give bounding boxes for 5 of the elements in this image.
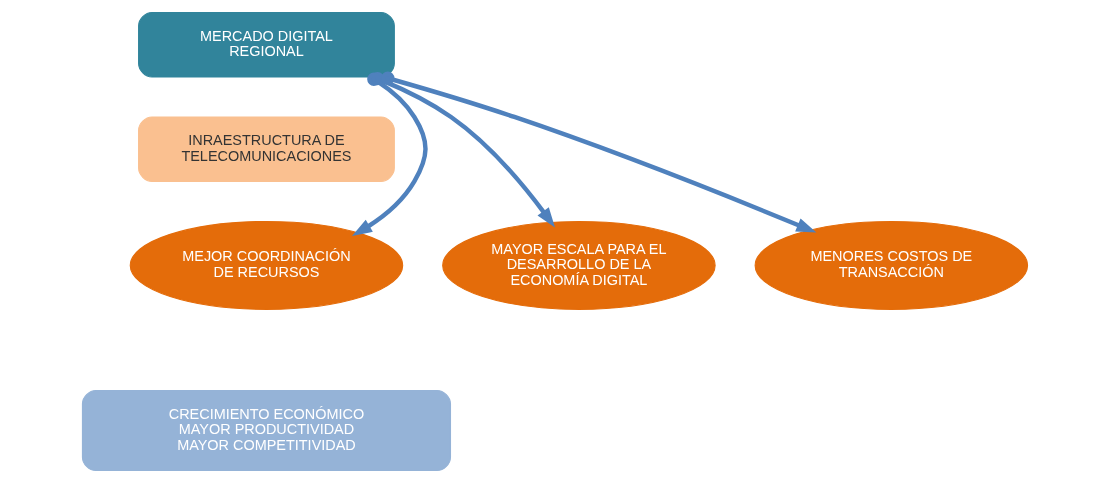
arrow: [381, 71, 817, 233]
node-ellipse: MAYOR ESCALA PARA EL DESARROLLO DE LA ECONOMÍA DIGITAL: [442, 220, 716, 310]
node-box: MERCADO DIGITAL REGIONAL: [138, 11, 395, 78]
node-box: CRECIMIENTO ECONÓMICO MAYOR PRODUCTIVIDAD MAYOR COMPETITIVIDAD: [81, 389, 452, 472]
node-box: INRAESTRUCTURA DE TELECOMUNICACIONES: [138, 116, 395, 182]
